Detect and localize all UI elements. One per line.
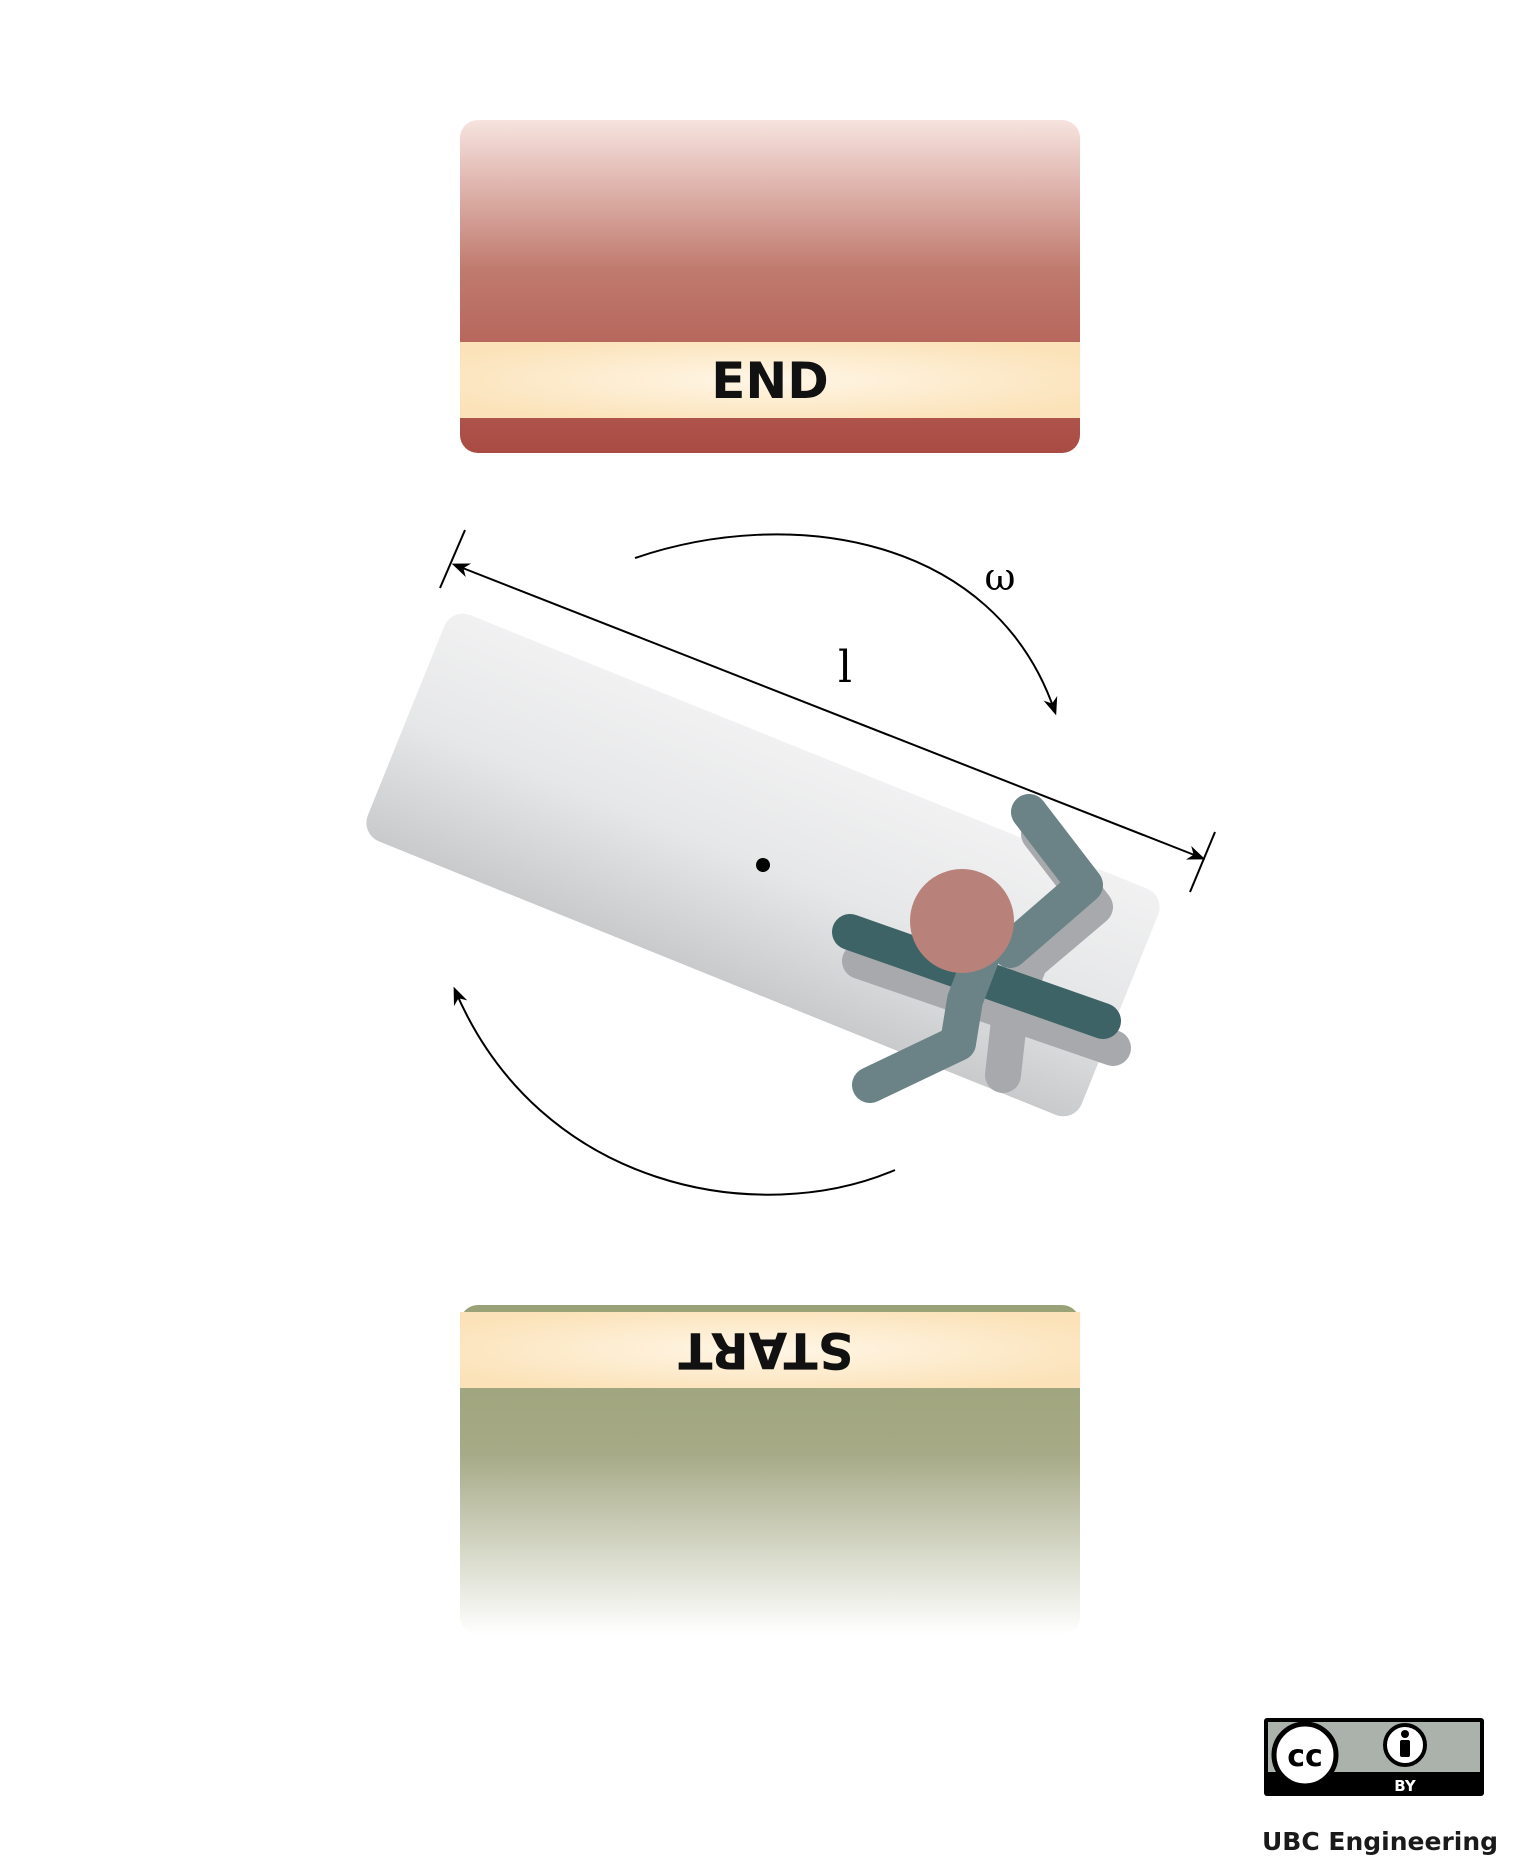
figure-leg-upper: [992, 794, 1103, 968]
end-label: END: [711, 352, 829, 410]
by-label: BY: [1394, 1777, 1417, 1795]
figure-leg-lower: [852, 1025, 976, 1103]
omega-label: ω: [985, 555, 1016, 599]
figure-head: [910, 869, 1014, 973]
end-label-band: [460, 342, 1080, 418]
length-dimension: [439, 529, 1216, 893]
cc-icon-text: cc: [1287, 1739, 1323, 1774]
start-label-band: [460, 1312, 1080, 1388]
start-label: START: [678, 1321, 853, 1379]
end-block: END: [460, 120, 1080, 453]
dimension-line: [451, 563, 1206, 860]
dimension-tick-left: [439, 529, 466, 589]
rotation-arrow-bottom: [453, 986, 896, 1196]
cc-icon: [1271, 1721, 1339, 1789]
person-figure: [832, 794, 1131, 1103]
cc-by-badge: cc BY: [1264, 1718, 1484, 1796]
org-label: UBC Engineering: [1262, 1827, 1499, 1856]
dimension-tick-right: [1189, 831, 1216, 893]
attribution-icon-body: [1400, 1740, 1410, 1757]
pivot-point: [756, 858, 770, 872]
attribution-icon-head: [1401, 1730, 1409, 1738]
length-label: l: [838, 642, 852, 693]
start-block-overlay: START: [460, 1312, 1080, 1388]
